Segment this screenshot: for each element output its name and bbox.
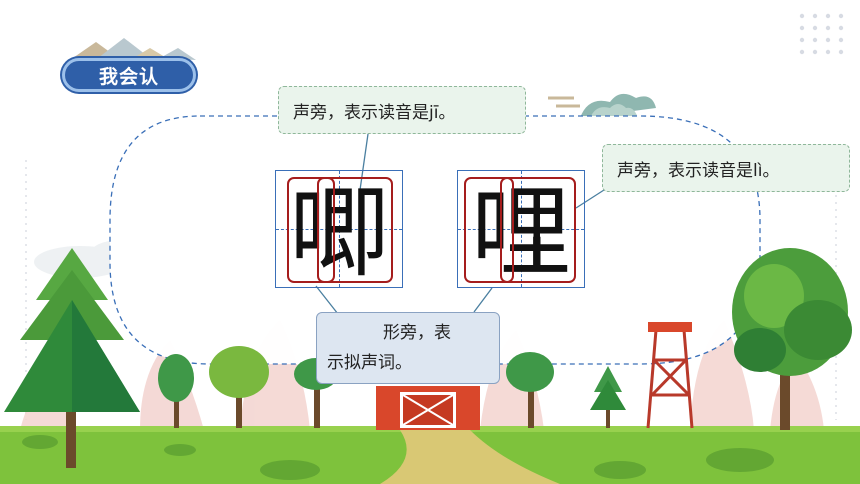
bushes <box>22 435 774 480</box>
guide-vertical <box>339 171 340 287</box>
character-box-li: 哩 <box>457 170 585 291</box>
character-li: 哩 <box>471 173 571 291</box>
cloud-decoration <box>548 93 656 118</box>
callout-ji-phonetic: 声旁，表示读音是jī。 <box>278 86 526 134</box>
decorative-dots <box>799 13 844 55</box>
barn <box>376 386 480 430</box>
callout-semantic-line1: 形旁，表 <box>383 323 451 343</box>
radical-outline-mouth <box>287 177 335 283</box>
character-ji: 唧 <box>289 173 389 291</box>
mountain-decoration <box>70 38 196 60</box>
character-box-ji: 唧 <box>275 170 403 291</box>
callout-li-text: 声旁，表示读音是lì。 <box>617 160 780 181</box>
radical-outline-phonetic <box>500 177 576 283</box>
connector-lines <box>315 133 605 315</box>
callout-semantic-line2: 示拟声词。 <box>327 353 412 373</box>
small-pine-right <box>506 352 626 428</box>
dirt-path <box>380 430 560 484</box>
section-badge: 我会认 <box>62 58 196 92</box>
pine-tree-left <box>4 248 140 468</box>
radical-outline-phonetic <box>317 177 393 283</box>
callout-ji-text: 声旁，表示读音是jī。 <box>293 102 456 123</box>
radical-outline-mouth <box>464 177 514 283</box>
callout-semantic-radical: 形旁，表 示拟声词。 <box>316 312 500 384</box>
watch-tower <box>646 322 694 429</box>
section-badge-label: 我会认 <box>98 65 159 88</box>
round-tree-right <box>732 248 852 430</box>
callout-li-phonetic: 声旁，表示读音是lì。 <box>602 144 850 192</box>
decorative-dotted-lines <box>25 160 837 420</box>
guide-vertical <box>521 171 522 287</box>
